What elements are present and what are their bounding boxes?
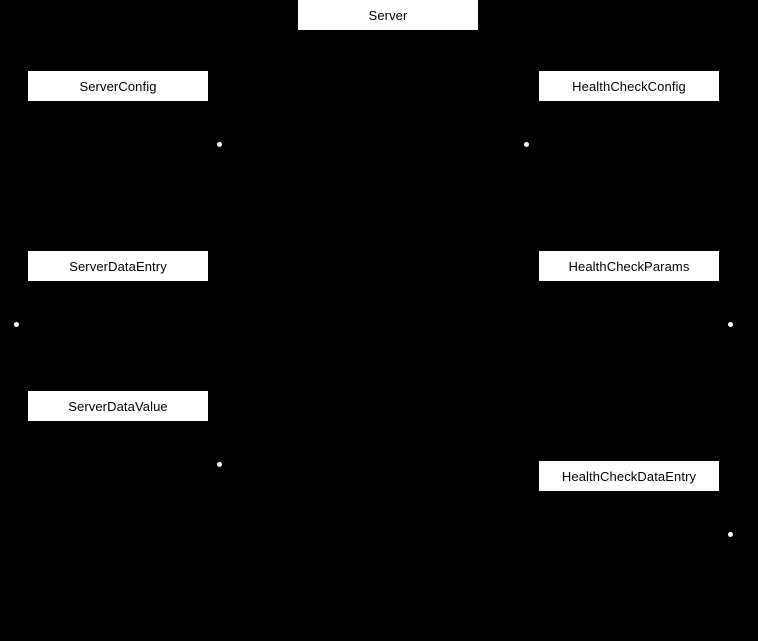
- marker-server-config-edge-icon: [216, 141, 222, 147]
- node-health-check-data-entry-label: HealthCheckDataEntry: [561, 468, 697, 484]
- node-server-data-entry-label: ServerDataEntry: [69, 258, 167, 274]
- node-server-config[interactable]: ServerConfig: [28, 71, 208, 101]
- node-server[interactable]: Server: [298, 0, 478, 30]
- node-health-check-data-entry[interactable]: HealthCheckDataEntry: [539, 461, 719, 491]
- node-server-config-label: ServerConfig: [79, 78, 157, 94]
- marker-health-check-data-edge-icon: [727, 531, 733, 537]
- node-server-data-value-label: ServerDataValue: [68, 398, 168, 414]
- marker-server-data-value-edge-icon: [216, 461, 222, 467]
- marker-server-data-entry-edge-icon: [13, 321, 19, 327]
- node-server-data-entry[interactable]: ServerDataEntry: [28, 251, 208, 281]
- marker-health-check-config-edge-icon: [523, 141, 529, 147]
- node-health-check-config[interactable]: HealthCheckConfig: [539, 71, 719, 101]
- node-health-check-config-label: HealthCheckConfig: [572, 78, 686, 94]
- marker-health-check-params-edge-icon: [727, 321, 733, 327]
- node-server-data-value[interactable]: ServerDataValue: [28, 391, 208, 421]
- node-health-check-params[interactable]: HealthCheckParams: [539, 251, 719, 281]
- node-health-check-params-label: HealthCheckParams: [568, 258, 690, 274]
- node-server-label: Server: [368, 7, 408, 23]
